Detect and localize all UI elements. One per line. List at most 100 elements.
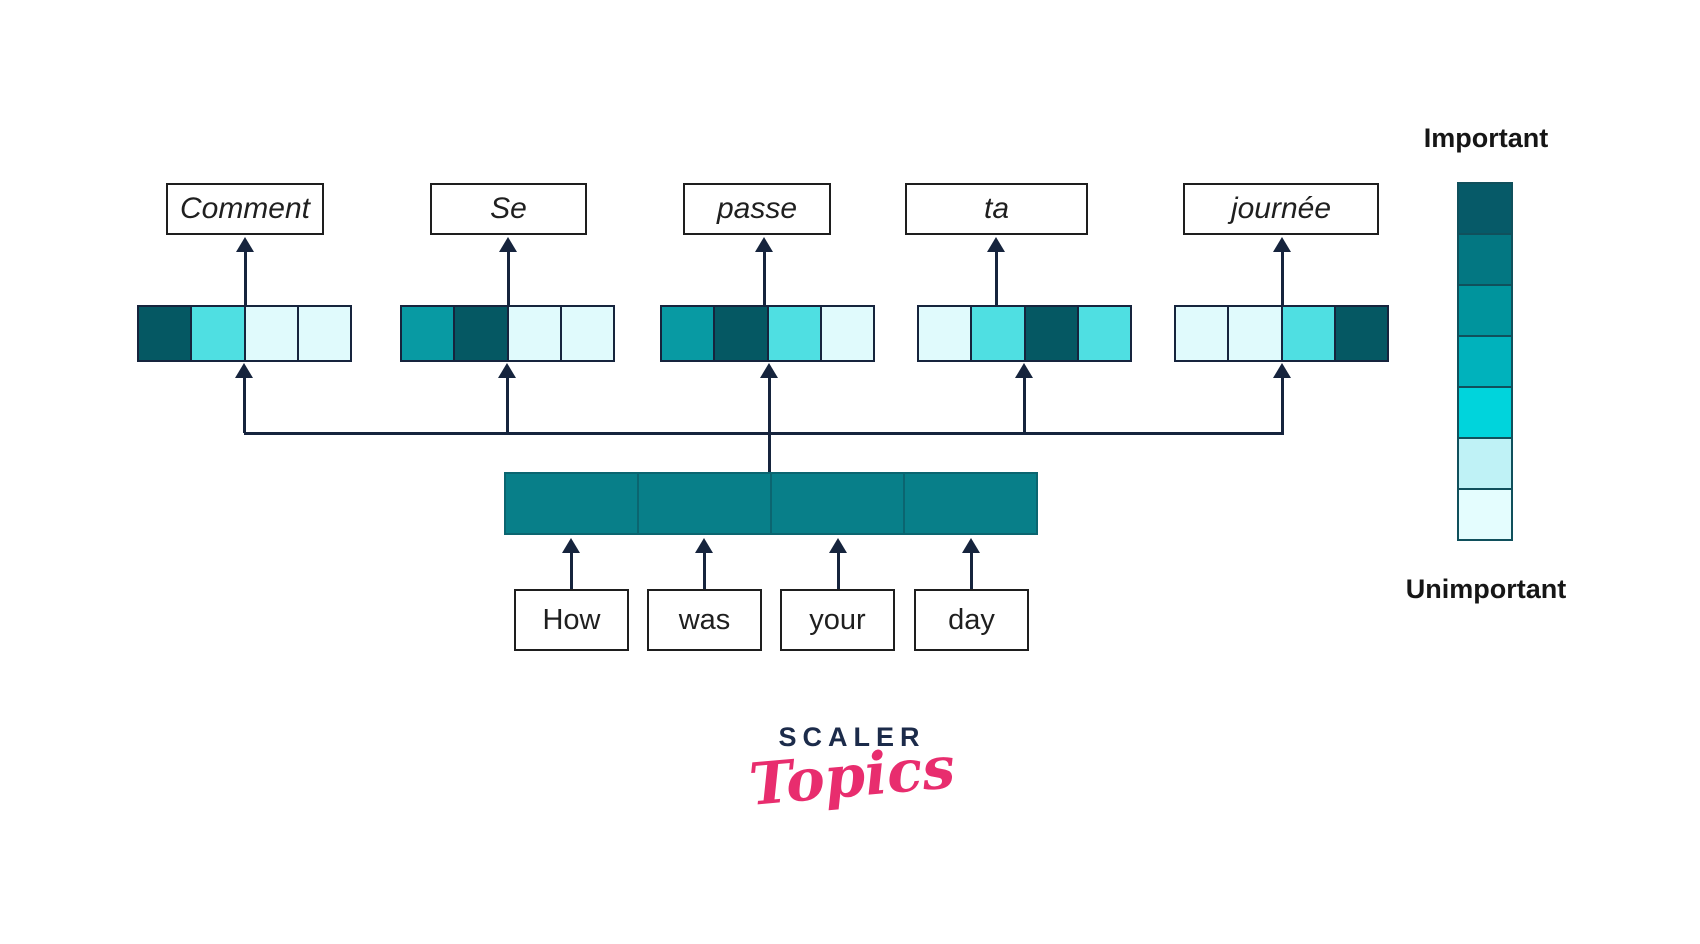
input-word-box-was: was	[647, 589, 762, 651]
attention-cell	[559, 305, 615, 362]
attention-cell	[1227, 305, 1283, 362]
arrow-context-to-row-ta	[1015, 363, 1033, 433]
attention-cell	[296, 305, 352, 362]
arrow-shaft	[1022, 378, 1026, 433]
attention-cell	[819, 305, 875, 362]
arrowhead	[498, 363, 516, 378]
arrow-shaft	[243, 252, 247, 305]
arrow-shaft	[762, 252, 766, 305]
output-word-label: journée	[1230, 192, 1332, 225]
arrowhead	[1273, 237, 1291, 252]
output-word-box-journee: journée	[1183, 183, 1379, 235]
legend-cell	[1457, 182, 1513, 235]
input-word-label: your	[809, 603, 866, 636]
attention-row-ta	[917, 305, 1132, 362]
legend-cell	[1457, 488, 1513, 541]
attention-row-comment	[137, 305, 352, 362]
arrow-row-to-se	[499, 237, 517, 305]
attention-cell	[453, 305, 509, 362]
arrow-context-to-row-passe	[760, 363, 778, 433]
arrow-row-to-comment	[236, 237, 254, 305]
arrow-shaft	[969, 553, 973, 589]
arrow-row-to-passe	[755, 237, 773, 305]
arrow-shaft	[1280, 252, 1284, 305]
arrow-shaft	[242, 378, 246, 433]
arrowhead	[695, 538, 713, 553]
output-word-box-passe: passe	[683, 183, 831, 235]
input-word-box-your: your	[780, 589, 895, 651]
attention-cell	[660, 305, 716, 362]
arrowhead	[1273, 363, 1291, 378]
arrow-how-to-encoder	[562, 538, 580, 589]
arrowhead	[755, 237, 773, 252]
arrow-shaft	[569, 553, 573, 589]
attention-cell	[1023, 305, 1079, 362]
arrow-shaft	[836, 553, 840, 589]
arrowhead	[499, 237, 517, 252]
attention-cell	[137, 305, 193, 362]
attention-cell	[766, 305, 822, 362]
arrow-shaft	[1280, 378, 1284, 433]
output-word-label: Se	[490, 192, 527, 225]
connector-horizontal-line	[244, 432, 1284, 435]
arrow-shaft	[506, 252, 510, 305]
attention-cell	[1174, 305, 1230, 362]
legend-cell	[1457, 233, 1513, 286]
legend-cell	[1457, 386, 1513, 439]
attention-cell	[917, 305, 973, 362]
encoder-segment	[903, 474, 1036, 533]
encoder-segment	[770, 474, 903, 533]
arrow-shaft	[505, 378, 509, 433]
arrow-your-to-encoder	[829, 538, 847, 589]
legend-cell	[1457, 335, 1513, 388]
legend-unimportant-label: Unimportant	[1405, 574, 1567, 604]
arrowhead	[829, 538, 847, 553]
encoder-segment	[637, 474, 770, 533]
input-word-box-how: How	[514, 589, 629, 651]
attention-cell	[400, 305, 456, 362]
encoder-segment	[506, 474, 637, 533]
attention-row-passe	[660, 305, 875, 362]
arrow-shaft	[994, 252, 998, 305]
arrow-context-to-row-se	[498, 363, 516, 433]
arrowhead	[562, 538, 580, 553]
arrow-context-to-row-comment	[235, 363, 253, 433]
attention-cell	[243, 305, 299, 362]
output-word-label: ta	[983, 192, 1010, 225]
legend-cell	[1457, 437, 1513, 490]
attention-cell	[1280, 305, 1336, 362]
output-word-box-comment: Comment	[166, 183, 324, 235]
input-word-label: day	[948, 603, 995, 636]
arrowhead	[962, 538, 980, 553]
arrowhead	[236, 237, 254, 252]
arrow-was-to-encoder	[695, 538, 713, 589]
attention-cell	[970, 305, 1026, 362]
arrow-row-to-ta	[987, 237, 1005, 305]
arrow-day-to-encoder	[962, 538, 980, 589]
arrowhead	[235, 363, 253, 378]
attention-cell	[1076, 305, 1132, 362]
arrow-shaft	[767, 378, 771, 433]
legend-cell	[1457, 284, 1513, 337]
output-word-box-se: Se	[430, 183, 587, 235]
output-word-label: Comment	[179, 192, 311, 225]
arrowhead	[760, 363, 778, 378]
scaler-logo-wordmark: SCALER	[778, 722, 926, 752]
attention-row-journee	[1174, 305, 1389, 362]
arrow-shaft	[702, 553, 706, 589]
arrow-context-to-row-journee	[1273, 363, 1291, 433]
arrowhead	[987, 237, 1005, 252]
legend-color-scale	[1457, 182, 1513, 541]
attention-cell	[713, 305, 769, 362]
attention-row-se	[400, 305, 615, 362]
input-word-label: was	[678, 603, 731, 636]
output-word-box-ta: ta	[905, 183, 1088, 235]
attention-cell	[190, 305, 246, 362]
attention-cell	[506, 305, 562, 362]
context-vertical-line	[768, 432, 771, 473]
legend-important-label: Important	[1423, 123, 1549, 153]
arrow-row-to-journee	[1273, 237, 1291, 305]
output-word-label: passe	[716, 192, 798, 225]
input-word-box-day: day	[914, 589, 1029, 651]
